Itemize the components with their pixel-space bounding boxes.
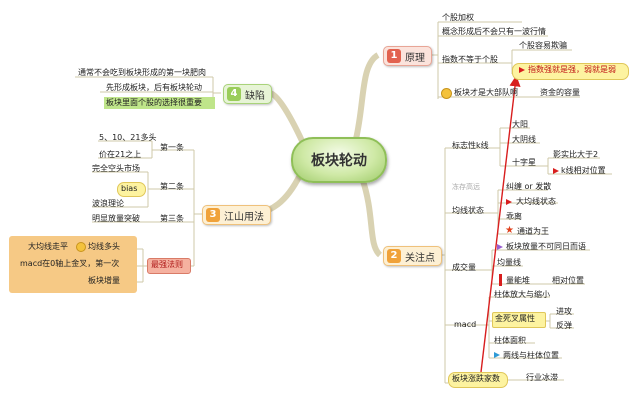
principle-main-force[interactable]: 板块才是大部队啊 (454, 88, 518, 97)
central-topic[interactable]: 板块轮动 (291, 137, 387, 183)
defects-first-profit[interactable]: 通常不会吃到板块形成的第一块肥肉 (78, 68, 206, 77)
principle-index-strong-highlight (512, 63, 629, 80)
focus-rebound[interactable]: 反弹 (556, 321, 572, 330)
focus-deviation[interactable]: 乖离 (506, 212, 522, 221)
smiley-icon (441, 88, 452, 99)
focus-big-yin[interactable]: 大阴线 (512, 135, 536, 144)
focus-volume-pile[interactable]: 量能堆 (506, 276, 530, 285)
topic-jiangshan-label: 江山用法 (224, 211, 264, 223)
defects-stock-choice-highlight (104, 97, 215, 109)
flag-icon (494, 352, 500, 358)
topic-jiangshan[interactable]: 3 江山用法 (202, 205, 271, 225)
smiley-icon (76, 242, 86, 252)
jiangshan-volume-break[interactable]: 明显放量突破 (92, 214, 140, 223)
focus-tangle-diverge[interactable]: 纠缠 or 发散 (506, 182, 552, 191)
jiangshan-rule-2[interactable]: 第二条 (160, 182, 184, 191)
focus-line-bar-pos[interactable]: 两线与柱体位置 (503, 351, 559, 360)
jiangshan-strongest-rule[interactable]: 最强法则 (151, 260, 183, 269)
focus-ma-note[interactable]: 冻存高远 (452, 183, 480, 191)
focus-avg-volume[interactable]: 均量线 (497, 258, 521, 267)
principle-capital-capacity[interactable]: 资金的容量 (540, 88, 580, 97)
focus-relative-position[interactable]: 相对位置 (552, 276, 584, 285)
jiangshan-bear-market[interactable]: 完全空头市场 (92, 164, 140, 173)
focus-shadow-ratio[interactable]: 影实比大于2 (553, 150, 599, 159)
focus-volume[interactable]: 成交量 (452, 263, 476, 272)
topic-focus-label: 关注点 (405, 252, 435, 264)
focus-attack[interactable]: 进攻 (556, 307, 572, 316)
focus-breadth[interactable]: 板块涨跌家数 (452, 374, 500, 383)
star-icon: ★ (505, 225, 514, 236)
jiangshan-ma-bull[interactable]: 5、10、21多头 (99, 133, 157, 142)
central-topic-label: 板块轮动 (311, 153, 367, 169)
flag-icon (553, 168, 559, 174)
defects-stock-choice[interactable]: 板块里面个股的选择很重要 (106, 98, 202, 107)
focus-industry-stagnant[interactable]: 行业冰滞 (526, 373, 558, 382)
focus-bar-area[interactable]: 柱体面积 (494, 336, 526, 345)
focus-ma-state[interactable]: 均线状态 (452, 206, 484, 215)
topic-number-badge: 1 (387, 49, 401, 63)
principle-index-strong[interactable]: 指数强就是强，弱就是弱 (528, 65, 616, 74)
jiangshan-rule-3[interactable]: 第三条 (160, 214, 184, 223)
focus-channel-king[interactable]: 通道为王 (517, 227, 549, 236)
focus-cross-attr[interactable]: 金死叉属性 (495, 314, 535, 323)
topic-principle[interactable]: 1 原理 (383, 46, 432, 66)
principle-concept[interactable]: 概念形成后不会只有一波行情 (442, 27, 546, 36)
topic-focus[interactable]: 2 关注点 (383, 246, 442, 266)
flag-icon (497, 244, 503, 250)
topic-number-badge: 2 (387, 249, 401, 263)
focus-kline-position[interactable]: k线相对位置 (561, 166, 606, 175)
principle-weighted[interactable]: 个股加权 (442, 13, 474, 22)
jiangshan-bias[interactable]: bias (121, 184, 138, 193)
bar-icon (499, 274, 502, 286)
focus-breadth-highlight (448, 372, 508, 388)
topic-number-badge: 4 (227, 87, 241, 101)
jiangshan-macd-cross[interactable]: macd在0轴上金叉，第一次 (20, 259, 120, 268)
topic-number-badge: 3 (206, 208, 220, 222)
focus-bar-expand[interactable]: 柱体放大与缩小 (494, 290, 550, 299)
principle-index-vs-stock[interactable]: 指数不等于个股 (442, 55, 498, 64)
defects-sector-first[interactable]: 先形成板块，后有板块轮动 (106, 83, 202, 92)
jiangshan-strongest-highlight (147, 258, 191, 274)
focus-macd[interactable]: macd (454, 320, 477, 329)
topic-defects-label: 缺陷 (245, 90, 265, 102)
jiangshan-sector-increment[interactable]: 板块增量 (88, 276, 120, 285)
focus-big-yang[interactable]: 大阳 (512, 120, 528, 129)
focus-kline[interactable]: 标志性k线 (452, 141, 489, 150)
flag-icon (506, 199, 512, 205)
topic-defects[interactable]: 4 缺陷 (223, 84, 272, 104)
focus-long-ma-state[interactable]: 大均线状态 (516, 197, 556, 206)
jiangshan-rule-1[interactable]: 第一条 (160, 143, 184, 152)
topic-principle-label: 原理 (405, 52, 425, 64)
focus-doji[interactable]: 十字星 (512, 158, 536, 167)
jiangshan-long-ma-flat[interactable]: 大均线走平 (28, 242, 68, 251)
jiangshan-price-above-21[interactable]: 价在21之上 (99, 150, 142, 159)
jiangshan-strongest-box (9, 236, 137, 293)
flag-icon (519, 67, 525, 73)
focus-cross-highlight (492, 312, 546, 328)
focus-sector-volume[interactable]: 板块放量不可同日而语 (506, 242, 586, 251)
principle-stock-deceive[interactable]: 个股容易欺骗 (519, 41, 567, 50)
jiangshan-wave-theory[interactable]: 波浪理论 (92, 199, 124, 208)
jiangshan-ma-bullish[interactable]: 均线多头 (88, 242, 120, 251)
jiangshan-bias-highlight (117, 182, 146, 197)
